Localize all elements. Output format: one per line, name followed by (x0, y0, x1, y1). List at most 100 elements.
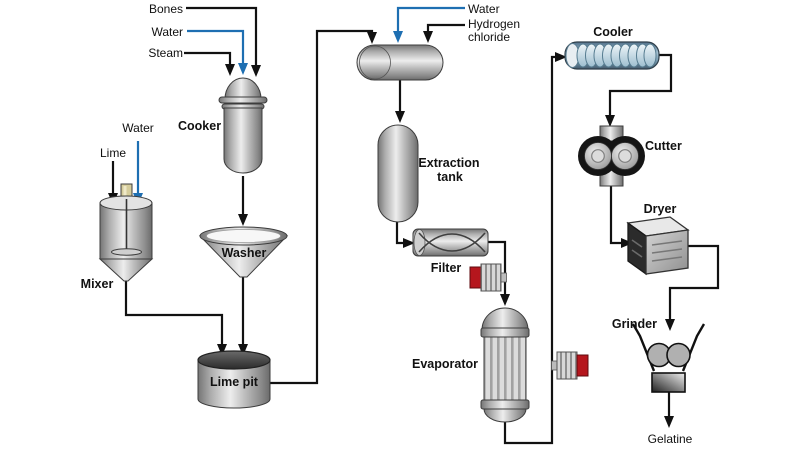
lime-pit-vessel (197, 350, 271, 409)
filter-weave-2 (418, 233, 486, 253)
label-hcl-1: Hydrogen (468, 17, 520, 31)
pump-filter-line (469, 263, 507, 292)
arrow-hcl (423, 31, 433, 43)
cutter-roller-right-hub (618, 149, 632, 163)
arrow-cutter-dryer (621, 238, 633, 248)
mixer-paddle (111, 248, 142, 256)
evaporator-vessel (480, 307, 530, 423)
label-hcl-2: chloride (468, 30, 510, 44)
cooker-flange-1 (218, 96, 268, 104)
mixer-cone (98, 258, 154, 282)
label-grinder: Grinder (612, 317, 657, 331)
labels: Bones Water Steam Cooker Water Lime Mixe… (81, 2, 693, 446)
pump1-shaft (500, 272, 507, 283)
extraction-tank-body (377, 124, 419, 223)
pump1-red-cap (469, 266, 482, 289)
arrow-evaporator-cooler (555, 52, 567, 62)
label-water-extraction: Water (468, 2, 500, 16)
evaporator-tubes (483, 336, 527, 402)
arrow-washer-limepit (238, 344, 248, 356)
pipe-cooler-cutter (608, 53, 673, 116)
arrow-cooler-cutter (605, 115, 615, 127)
label-washer: Washer (222, 246, 267, 260)
acid-tank-cap (359, 45, 391, 80)
label-cooker: Cooker (178, 119, 221, 133)
label-gelatine: Gelatine (648, 432, 693, 446)
arrow-bones (251, 65, 261, 77)
label-cooler: Cooler (593, 25, 633, 39)
acid-tank-vessel (356, 44, 444, 81)
pipe-mixer-limepit (124, 281, 224, 345)
extraction-tank-vessel (377, 124, 419, 223)
arrow-filter-evaporator (500, 294, 510, 306)
pump2-shaft (551, 360, 558, 371)
arrow-limepit-acidtank (367, 32, 377, 44)
pipe-dryer-grinder (668, 244, 720, 320)
evaporator-band-top (480, 327, 530, 338)
arrowheads (108, 31, 675, 428)
label-extraction-1: Extraction (418, 156, 479, 170)
cooker-body (223, 107, 263, 174)
label-steam: Steam (148, 46, 183, 60)
arrow-steam (225, 64, 235, 76)
mixer-motor-highlight (123, 186, 127, 197)
evaporator-dome-bottom (483, 408, 527, 423)
pipe-extraction-filter (395, 221, 404, 245)
arrow-extraction-filter (403, 238, 415, 248)
arrow-acidtank-extraction (395, 111, 405, 123)
lime-pit-top (197, 350, 271, 370)
cutter-pipe-top (599, 125, 624, 142)
mixer-vessel (98, 183, 154, 282)
pipe-limepit-acidtank (270, 29, 374, 385)
cutter-machine (578, 125, 645, 187)
pump2-body (556, 351, 578, 380)
evaporator-dome-top (481, 307, 529, 331)
dryer-tray-lines (651, 240, 683, 262)
cooler-coils (576, 43, 657, 68)
filter-weave-1 (418, 232, 486, 252)
pump-cooler-line (551, 351, 589, 380)
pipe-water-cooker (187, 29, 245, 64)
label-extraction-2: tank (437, 170, 463, 184)
evaporator-band-bottom (480, 399, 530, 410)
pipe-water-acidtank (396, 6, 465, 32)
label-lime: Lime (100, 146, 126, 160)
arrow-water-acidtank (393, 31, 403, 43)
washer-rim-inner (206, 229, 281, 243)
label-water-cooker: Water (151, 25, 183, 39)
arrow-grinder-gelatine (664, 416, 674, 428)
label-evaporator: Evaporator (412, 357, 478, 371)
label-bones: Bones (149, 2, 183, 16)
pipe-evaporator-cooler (503, 55, 556, 445)
label-cutter: Cutter (645, 139, 682, 153)
label-water-mixer: Water (122, 121, 154, 135)
pipe-hcl (426, 23, 465, 32)
pipe-bones (186, 6, 258, 66)
dryer-front (645, 229, 689, 275)
grinder-chute (651, 372, 686, 393)
cutter-roller-left-hub (591, 149, 605, 163)
arrow-cooker-washer (238, 214, 248, 226)
cooker-dome (224, 77, 262, 100)
cooker-vessel (218, 77, 268, 174)
filter-body (412, 228, 489, 257)
dryer-machine (626, 216, 690, 276)
dryer-opening-trays (631, 239, 643, 258)
label-lime-pit: Lime pit (210, 375, 259, 389)
arrow-water-cooker (238, 63, 248, 75)
washer-vessel (198, 226, 289, 278)
pump2-red-cap (576, 354, 589, 377)
pump1-body (480, 263, 502, 292)
label-dryer: Dryer (644, 202, 677, 216)
pipe-cutter-dryer (609, 186, 622, 245)
arrow-dryer-grinder (665, 319, 675, 331)
cooler-vessel (564, 41, 660, 70)
label-mixer: Mixer (81, 277, 114, 291)
lime-pit-body (197, 359, 271, 409)
label-filter: Filter (431, 261, 462, 275)
grinder-machine (631, 323, 706, 393)
arrow-mixer-limepit (217, 344, 227, 356)
pipe-steam (184, 51, 232, 65)
